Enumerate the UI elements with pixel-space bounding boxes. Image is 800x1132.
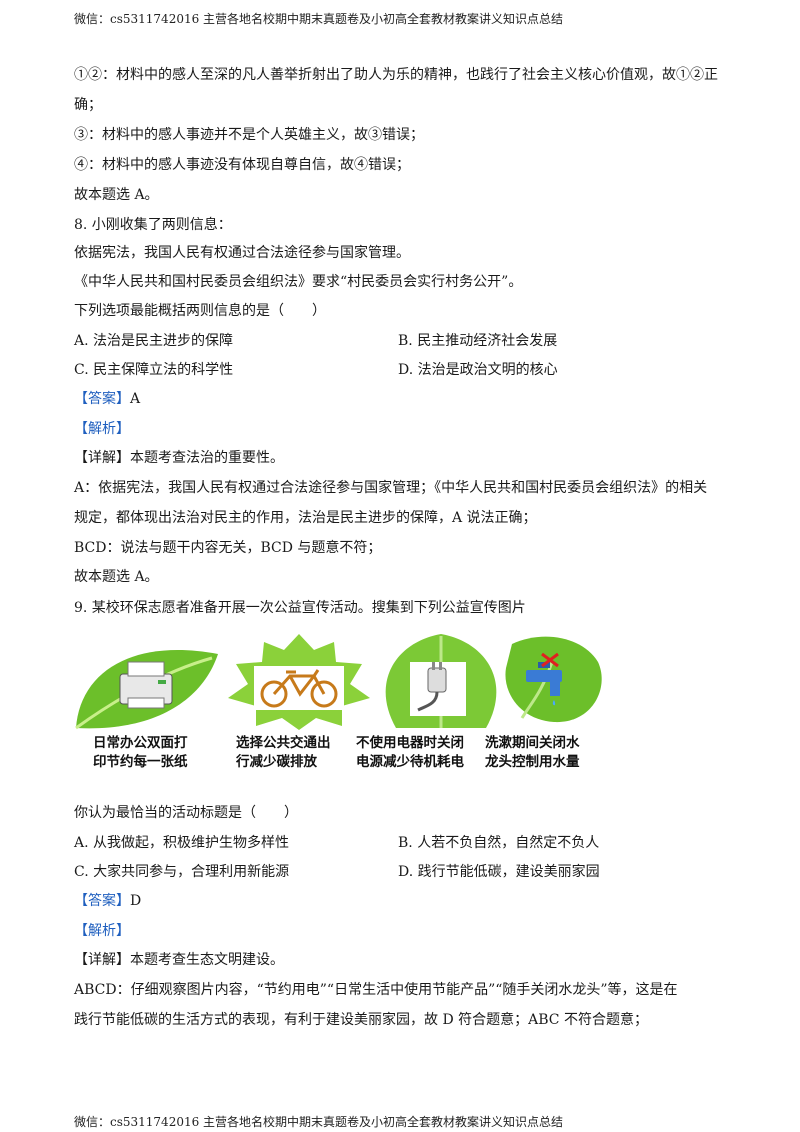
q9-detail: 践行节能低碳的生活方式的表现，有利于建设美丽家园，故 D 符合题意；ABC 不符…	[74, 1012, 648, 1028]
q8-option-c: C. 民主保障立法的科学性	[74, 362, 234, 378]
faucet-icon	[526, 652, 562, 706]
question-9-stem: 9. 某校环保志愿者准备开展一次公益宣传活动。搜集到下列公益宣传图片	[74, 600, 526, 616]
q9-detail: ABCD：仔细观察图片内容，“节约用电”“日常生活中使用节能产品”“随手关闭水龙…	[74, 982, 678, 998]
caption-line: 不使用电器时关闭	[356, 735, 464, 751]
q8-detail: 规定，都体现出法治对民主的作用，法治是民主进步的保障，A 说法正确；	[74, 510, 537, 526]
caption-line: 选择公共交通出	[236, 735, 331, 751]
text-line: 确；	[74, 97, 102, 113]
text-line: 下列选项最能概括两则信息的是（ ）	[74, 303, 326, 319]
text-line: ④：材料中的感人事迹没有体现自尊自信，故④错误；	[74, 157, 410, 173]
q9-option-c: C. 大家共同参与，合理利用新能源	[74, 864, 290, 880]
caption-line: 电源减少待机耗电	[356, 754, 464, 770]
q8-option-d: D. 法治是政治文明的核心	[398, 362, 558, 378]
plug-icon	[417, 662, 447, 712]
caption-bicycle: 选择公共交通出 行减少碳排放	[236, 734, 331, 772]
q9-option-a: A. 从我做起，积极维护生物多样性	[74, 835, 290, 851]
caption-line: 洗漱期间关闭水	[485, 735, 580, 751]
text-line: ①②：材料中的感人至深的凡人善举折射出了助人为乐的精神，也践行了社会主义核心价值…	[74, 67, 718, 83]
page-header: 微信：cs5311742016 主营各地名校期中期末真题卷及小初高全套教材教案讲…	[74, 12, 564, 26]
printer-leaf-image	[75, 650, 218, 730]
text-line: 故本题选 A。	[74, 187, 159, 203]
answer-tag: 【答案】	[74, 893, 130, 909]
q8-option-a: A. 法治是民主进步的保障	[74, 333, 234, 349]
bicycle-leaf-image	[228, 634, 370, 730]
q8-detail: 故本题选 A。	[74, 569, 159, 585]
plug-leaf-image	[385, 634, 497, 728]
q8-detail: 【详解】本题考查法治的重要性。	[74, 450, 284, 466]
q9-question: 你认为最恰当的活动标题是（ ）	[74, 805, 298, 821]
answer-value: A	[130, 391, 141, 407]
bicycle-icon	[260, 669, 338, 708]
caption-faucet: 洗漱期间关闭水 龙头控制用水量	[485, 734, 580, 772]
answer-tag: 【答案】	[74, 391, 130, 407]
text-line: 《中华人民共和国村民委员会组织法》要求“村民委员会实行村务公开”。	[74, 274, 523, 290]
faucet-leaf-image	[505, 636, 602, 723]
q8-detail: BCD：说法与题干内容无关，BCD 与题意不符；	[74, 540, 382, 556]
q8-option-b: B. 民主推动经济社会发展	[398, 333, 558, 349]
q8-analysis-tag: 【解析】	[74, 421, 130, 437]
caption-line: 行减少碳排放	[236, 754, 317, 770]
printer-icon	[119, 661, 173, 709]
question-8-stem: 8. 小刚收集了两则信息：	[74, 217, 232, 233]
caption-plug: 不使用电器时关闭 电源减少待机耗电	[356, 734, 464, 772]
caption-line: 印节约每一张纸	[93, 754, 188, 770]
text-line: 依据宪法，我国人民有权通过合法途径参与国家管理。	[74, 245, 410, 261]
caption-line: 日常办公双面打	[93, 735, 188, 751]
q8-answer: 【答案】A	[74, 388, 140, 408]
q9-option-b: B. 人若不负自然，自然定不负人	[398, 835, 600, 851]
q9-detail: 【详解】本题考查生态文明建设。	[74, 952, 284, 968]
q8-detail: A：依据宪法，我国人民有权通过合法途径参与国家管理；《中华人民共和国村民委员会组…	[74, 480, 708, 496]
text-line: ③：材料中的感人事迹并不是个人英雄主义，故③错误；	[74, 127, 424, 143]
answer-value: D	[130, 893, 142, 909]
caption-printer: 日常办公双面打 印节约每一张纸	[93, 734, 188, 772]
q9-analysis-tag: 【解析】	[74, 923, 130, 939]
page-footer: 微信：cs5311742016 主营各地名校期中期末真题卷及小初高全套教材教案讲…	[74, 1115, 564, 1129]
caption-line: 龙头控制用水量	[485, 754, 580, 770]
q9-answer: 【答案】D	[74, 890, 141, 910]
q9-option-d: D. 践行节能低碳，建设美丽家园	[398, 864, 600, 880]
